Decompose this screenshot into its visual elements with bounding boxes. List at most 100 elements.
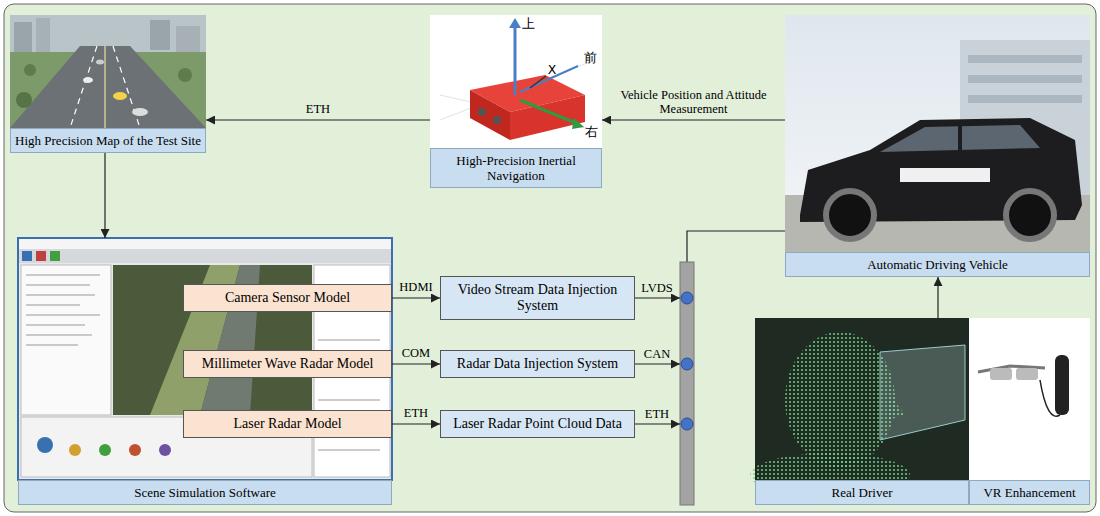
road-map-image-part [70, 46, 97, 128]
image-panel: Real Driver [755, 318, 969, 505]
vehicle-photo [785, 15, 1090, 252]
axis-label: 上 [522, 17, 535, 31]
road-map-image-part [176, 26, 200, 52]
road-map-image-part [16, 92, 32, 108]
road-map-image-part [10, 46, 206, 128]
connector-arrow [104, 153, 105, 238]
vehicle-photo-part [1006, 191, 1054, 239]
sensor-model-box: Millimeter Wave Radar Model [183, 350, 392, 378]
software-screenshot-part [26, 275, 100, 276]
interface-bus-part [687, 231, 785, 262]
inertial-unit-image-part [572, 118, 584, 129]
interface-bus-part [680, 262, 694, 505]
vehicle-photo-part [880, 125, 1040, 152]
software-screenshot-part [26, 335, 92, 336]
axis-label: 右 [585, 125, 598, 139]
edge-label: Vehicle Position and Attitude Measuremen… [606, 88, 782, 116]
software-screenshot-part [318, 400, 380, 401]
software-screenshot-part [26, 305, 80, 306]
interface-bus-part [681, 418, 693, 430]
software-screenshot-part [22, 251, 32, 261]
road-map-image-part [150, 20, 170, 50]
road-map-image-part [132, 108, 148, 116]
vehicle-photo-part [968, 75, 1082, 83]
vr-glasses-photo [969, 318, 1090, 480]
image-area [10, 15, 206, 128]
inertial-unit-image [430, 15, 602, 148]
software-screenshot-part [50, 251, 60, 261]
connector-arrow [392, 363, 440, 364]
software-screenshot-part [19, 239, 391, 249]
road-map-image-part [24, 64, 36, 76]
injection-system-box: Video Stream Data Injection System [440, 276, 635, 320]
image-panel: High Precision Map of the Test Site [10, 15, 206, 153]
inertial-unit-image-part [493, 116, 501, 124]
software-screenshot-part [26, 285, 90, 286]
software-screenshot-part [99, 444, 111, 456]
software-screenshot-part [36, 251, 46, 261]
sensor-model-box: Laser Radar Model [183, 410, 392, 438]
sensor-model-box: Camera Sensor Model [183, 284, 392, 312]
inertial-unit-image-part [510, 95, 585, 140]
connector-arrow [392, 297, 440, 298]
edge-label: HDMI [399, 280, 432, 294]
interface-bus [635, 231, 785, 505]
image-panel: High-Precision Inertial Navigation [430, 15, 602, 188]
interface-bus-part [635, 363, 680, 364]
road-map-image-part [10, 15, 206, 128]
vr-glasses-photo-part [1055, 355, 1069, 415]
axis-label: 前 [584, 51, 597, 65]
vehicle-photo-part [826, 191, 874, 239]
vehicle-photo-part [968, 95, 1082, 103]
driver-point-cloud-part [785, 332, 895, 468]
inertial-unit-image-part [478, 108, 486, 116]
inertial-unit-image-part [430, 15, 602, 148]
panel-caption: Automatic Driving Vehicle [785, 252, 1090, 277]
connector-arrow [206, 119, 430, 120]
road-map-image-part [178, 68, 192, 82]
road-map-image-part [104, 46, 105, 128]
inertial-unit-image-part [470, 90, 510, 140]
interface-bus-part [635, 297, 680, 298]
image-area [755, 318, 969, 480]
edge-label: COM [402, 346, 430, 360]
vr-glasses-photo-part [990, 368, 1012, 380]
signal-label: LVDS [641, 281, 673, 295]
panel-caption: High Precision Map of the Test Site [10, 128, 206, 153]
box-label: Video Stream Data Injection System [447, 282, 628, 314]
software-screenshot-part [19, 249, 391, 263]
vehicle-photo-part [958, 126, 962, 150]
software-screenshot-part [21, 265, 111, 415]
image-panel: Automatic Driving Vehicle [785, 15, 1090, 277]
panel-caption: VR Enhancement [969, 480, 1090, 505]
image-area [969, 318, 1090, 480]
connector-arrow [602, 119, 785, 120]
signal-label: ETH [645, 407, 669, 421]
software-screenshot-part [18, 238, 392, 480]
connector-arrow [392, 423, 440, 424]
box-label: Laser Radar Point Cloud Data [453, 416, 622, 432]
software-screenshot-part [26, 295, 95, 296]
inertial-unit-image-part [520, 100, 578, 124]
axis-label: X [548, 63, 557, 77]
software-screenshot-part [318, 340, 380, 341]
box-label: Camera Sensor Model [225, 290, 350, 306]
panel-caption: Real Driver [755, 480, 969, 505]
software-screenshot-part [69, 444, 81, 456]
software-screenshot-part [37, 437, 53, 453]
software-screenshot [18, 238, 392, 480]
vehicle-photo-part [968, 55, 1082, 63]
box-label: Radar Data Injection System [457, 356, 618, 372]
road-map-image-part [36, 18, 50, 52]
vr-glasses-photo-part [969, 318, 1090, 480]
software-screenshot-part [129, 444, 141, 456]
edge-label: ETH [404, 406, 428, 420]
driver-point-cloud-part [880, 345, 965, 440]
interface-bus-part [635, 423, 680, 424]
image-area [785, 15, 1090, 252]
software-screenshot-part [159, 444, 171, 456]
interface-bus-part [681, 292, 693, 304]
software-screenshot-part [26, 325, 85, 326]
inertial-unit-image-part [530, 76, 546, 88]
